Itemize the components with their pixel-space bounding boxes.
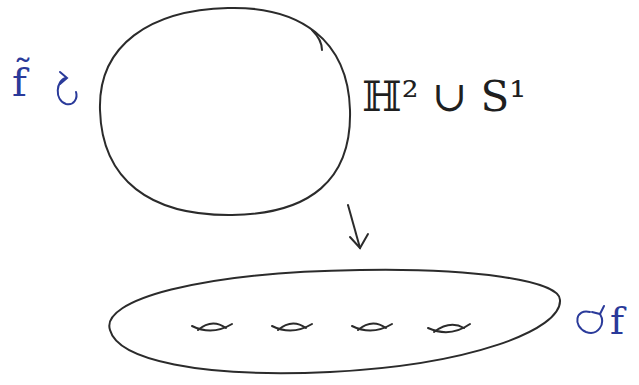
rotation-symbol <box>58 78 77 104</box>
surface-outline <box>109 270 560 373</box>
rotation-head <box>592 306 604 314</box>
arrow-head <box>350 234 368 248</box>
rotation-head <box>60 72 67 84</box>
map-label: f̃ <box>12 62 27 102</box>
disk-stroke <box>312 30 322 50</box>
disk-outline <box>100 8 350 215</box>
map-label: f <box>610 302 624 340</box>
handles <box>192 323 470 332</box>
rotation-symbol <box>577 311 602 332</box>
space-label: ℍ² ∪ S¹ <box>362 76 526 118</box>
